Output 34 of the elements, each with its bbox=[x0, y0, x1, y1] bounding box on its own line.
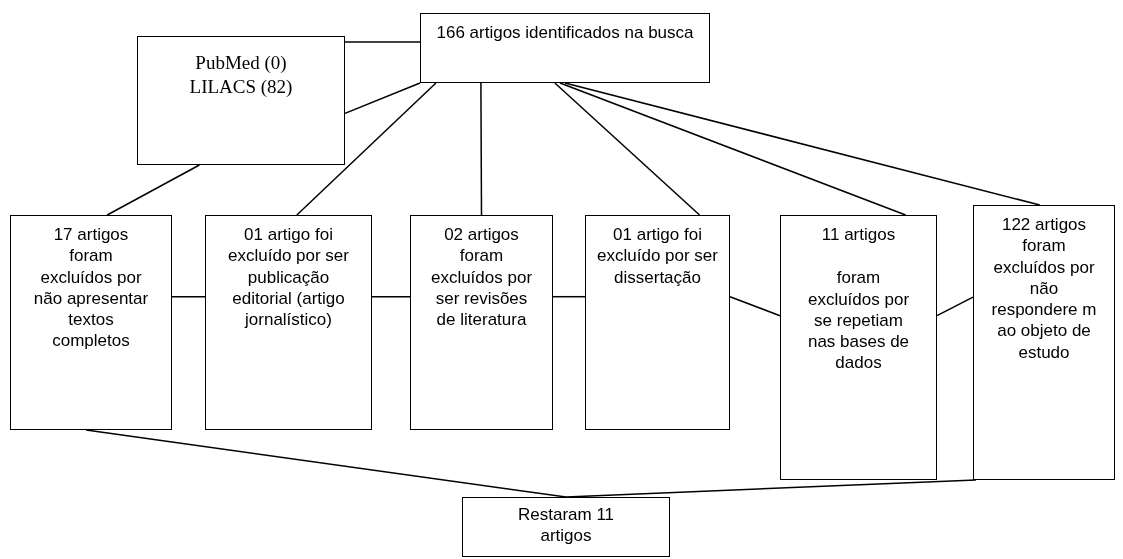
box-text: LILACS (82) bbox=[189, 74, 293, 99]
connector-line bbox=[480, 82, 483, 216]
process-box bbox=[410, 215, 553, 430]
process-box bbox=[462, 497, 670, 557]
box-text: 122 artigos foram excluídos por não respondere m ao objeto de estudo bbox=[990, 214, 1098, 363]
connector-line bbox=[552, 295, 586, 298]
process-box bbox=[585, 215, 730, 430]
connector-line bbox=[344, 82, 421, 115]
box-text: 17 artigos foram excluídos por não apresentar textos completos bbox=[33, 224, 149, 352]
box-text: 02 artigos foram excluídos por ser revisões de literatura bbox=[429, 224, 534, 331]
connector-line bbox=[344, 41, 421, 43]
box-text: Restaram 11 artigos bbox=[516, 504, 616, 547]
box-text: foram excluídos por se repetiam nas bases de dados bbox=[806, 267, 911, 374]
connector-line bbox=[564, 82, 1041, 206]
connector-line bbox=[554, 82, 701, 216]
process-box bbox=[973, 205, 1115, 480]
connector-line bbox=[371, 295, 411, 298]
box-text: 01 artigo foi excluído por ser publicação editorial (artigo jornalístico) bbox=[228, 224, 349, 331]
connector-line bbox=[559, 82, 907, 216]
box-text: 01 artigo foi excluído por ser dissertação bbox=[596, 224, 719, 288]
process-box bbox=[780, 215, 937, 480]
connector-line bbox=[106, 164, 201, 216]
process-box bbox=[420, 13, 710, 83]
process-box bbox=[205, 215, 372, 430]
connector-line bbox=[729, 295, 781, 317]
process-box bbox=[10, 215, 172, 430]
box-text: 11 artigos bbox=[821, 224, 896, 246]
connector-line bbox=[85, 429, 567, 498]
connector-line bbox=[296, 82, 437, 216]
box-text: 166 artigos identificados na busca bbox=[436, 22, 694, 44]
connector-line bbox=[171, 295, 206, 298]
box-text: PubMed (0) bbox=[195, 51, 287, 75]
process-box bbox=[137, 36, 345, 165]
connector-line bbox=[936, 296, 974, 317]
